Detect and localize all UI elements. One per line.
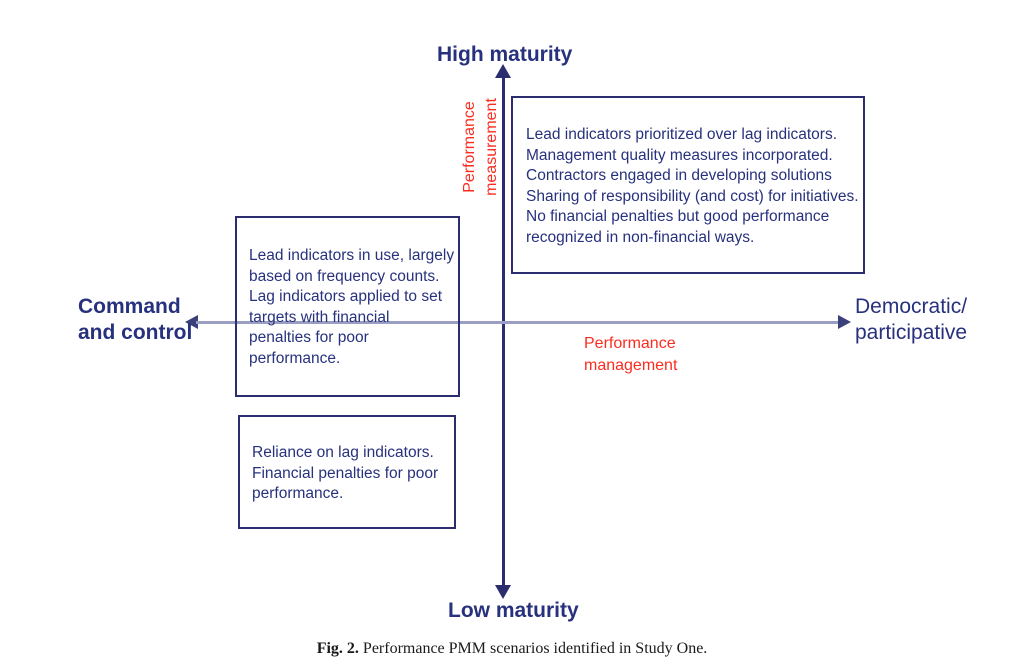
arrow-down-icon — [495, 585, 511, 599]
axis-label-command-and-control: Command and control — [78, 295, 193, 344]
scenario-box-high-maturity-text: Lead indicators prioritized over lag ind… — [526, 126, 859, 246]
axis-label-low-maturity: Low maturity — [448, 599, 579, 622]
scenario-box-mid-text: Lead indicators in use, largely based on… — [249, 247, 455, 367]
scenario-box-mid: Lead indicators in use, largely based on… — [235, 216, 460, 397]
figure-caption-label: Fig. 2. — [316, 640, 359, 657]
arrow-right-icon — [838, 315, 851, 329]
horizontal-axis-line — [196, 321, 841, 324]
scenario-box-low-text: Reliance on lag indicators. Financial pe… — [252, 444, 439, 502]
scenario-box-high-maturity: Lead indicators prioritized over lag ind… — [511, 96, 865, 274]
axis-label-high-maturity: High maturity — [437, 43, 573, 66]
figure-caption: Fig. 2. Performance PMM scenarios identi… — [0, 640, 1024, 658]
scenario-box-low: Reliance on lag indicators. Financial pe… — [238, 415, 456, 529]
annotation-performance-management: Performance management — [584, 335, 678, 374]
vertical-axis-line — [502, 75, 505, 588]
axis-label-democratic-participative: Democratic/ participative — [855, 295, 968, 344]
figure-caption-text: Performance PMM scenarios identified in … — [362, 640, 708, 657]
annotation-performance-measurement: Performance measurement — [461, 98, 500, 196]
arrow-up-icon — [495, 64, 511, 78]
arrow-left-icon — [185, 315, 198, 329]
